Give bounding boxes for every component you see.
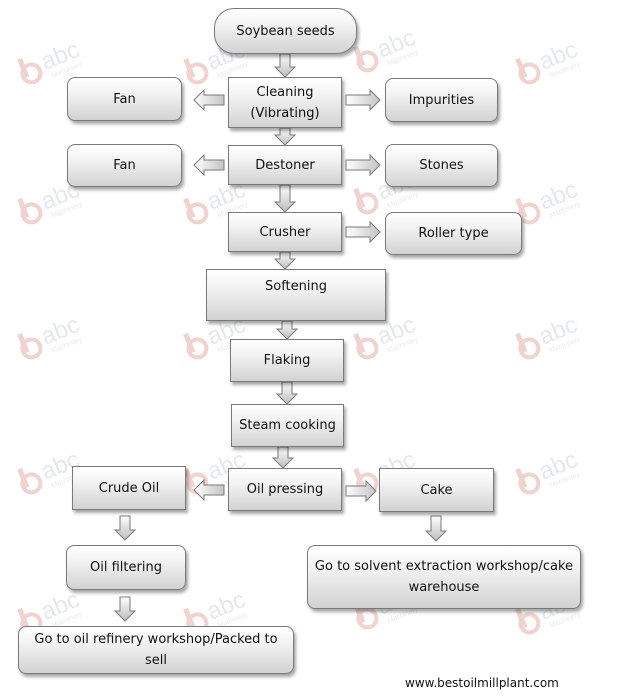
arrow-seeds-to-cleaning [273,53,297,78]
node-destoner: Destoner [228,145,342,185]
node-roller-type: Roller type [385,212,522,255]
node-cleaning: Cleaning (Vibrating) [228,77,342,128]
node-crude-oil: Crude Oil [72,466,186,510]
arrow-crude-to-filtering [113,515,137,541]
arrow-pressing-to-crude-oil [193,478,225,502]
arrow-filtering-to-refinery [113,596,137,622]
node-flaking: Flaking [230,339,344,382]
node-cleaning-line1: Cleaning [256,84,314,100]
arrow-crusher-to-roller [345,220,381,244]
node-stones: Stones [385,144,498,187]
node-softening: Softening [206,269,386,321]
node-impurities: Impurities [385,78,498,122]
arrow-pressing-to-cake [345,479,377,503]
node-solvent-line2: warehouse [408,580,480,595]
node-oil-refinery: Go to oil refinery workshop/Packed to se… [18,626,294,674]
node-solvent-line1: Go to solvent extraction workshop/cake [314,559,574,574]
node-steam-cooking: Steam cooking [231,404,344,447]
arrow-cake-to-solvent [424,515,448,542]
node-cleaning-line2: (Vibrating) [250,105,320,121]
website-url: www.bestoilmillplant.com [405,676,559,690]
arrow-cleaning-to-fan [193,88,225,112]
arrow-destoner-to-crusher [273,184,297,213]
node-soybean-seeds: Soybean seeds [214,8,357,54]
arrow-destoner-to-fan [193,153,225,177]
node-cake: Cake [379,468,494,512]
arrow-flaking-to-steam [275,381,299,405]
arrow-steam-to-pressing [271,446,295,469]
node-crusher: Crusher [228,212,342,252]
arrow-cleaning-to-impurities [345,88,381,112]
arrow-crusher-to-softening [273,251,297,270]
arrow-cleaning-to-destoner [273,127,297,146]
node-oil-pressing: Oil pressing [228,468,342,511]
node-fan-2: Fan [67,144,182,187]
node-oil-filtering: Oil filtering [66,545,186,590]
arrow-destoner-to-stones [345,153,381,177]
arrow-softening-to-flaking [275,320,299,340]
node-fan-1: Fan [67,77,182,121]
node-solvent-extraction: Go to solvent extraction workshop/cake w… [307,545,581,609]
